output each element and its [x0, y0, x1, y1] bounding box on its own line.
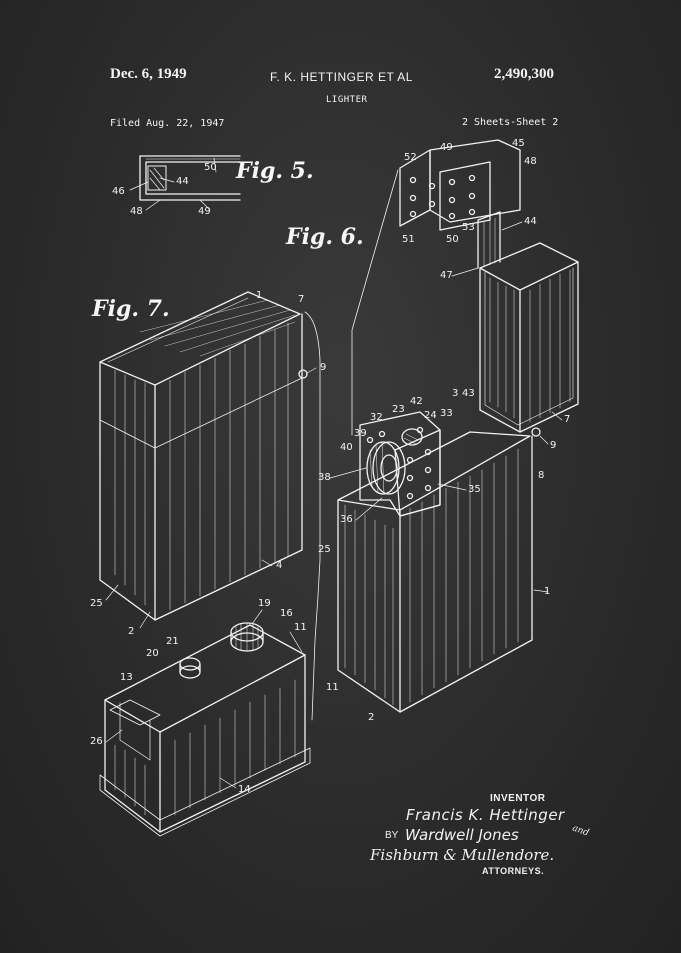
figure-7-label: Fig. 7. [92, 296, 170, 322]
ref-39: 39 [354, 428, 367, 439]
ref-32: 32 [370, 412, 383, 423]
reference-numerals: 50 46 44 48 49 52 49 45 48 44 51 50 53 4… [90, 138, 570, 795]
ref-11b: 11 [326, 682, 339, 693]
ref-44b: 44 [524, 216, 537, 227]
patent-title: LIGHTER [326, 95, 368, 105]
ref-36: 36 [340, 514, 353, 525]
ref-1b: 1 [544, 586, 550, 597]
figure-7-insert [99, 622, 311, 837]
ref-52: 52 [404, 152, 417, 163]
figure-6-drawing [337, 139, 579, 713]
law-firm-signature: Fishburn & Mullendore. [370, 846, 555, 864]
patent-date: Dec. 6, 1949 [110, 66, 187, 82]
ref-44: 44 [176, 176, 189, 187]
inventor-name: Francis K. Hettinger [406, 806, 565, 824]
ref-19: 19 [258, 598, 271, 609]
ref-46: 46 [112, 186, 125, 197]
ref-49: 49 [198, 206, 211, 217]
ref-24: 24 [424, 410, 437, 421]
ref-43: 43 [462, 388, 475, 399]
ref-7b: 7 [564, 414, 570, 425]
inventors-line: F. K. HETTINGER ET AL [270, 70, 413, 84]
ref-8: 8 [538, 470, 544, 481]
ref-7: 7 [298, 294, 304, 305]
ref-3: 3 [452, 388, 458, 399]
ref-14: 14 [238, 784, 251, 795]
ref-2b: 2 [368, 712, 374, 723]
ref-9: 9 [320, 362, 326, 373]
leader-lines [105, 157, 563, 789]
attorneys-label: ATTORNEYS. [482, 866, 545, 876]
ref-53: 53 [462, 222, 475, 233]
ref-13: 13 [120, 672, 133, 683]
ref-48: 48 [130, 206, 143, 217]
ref-20: 20 [146, 648, 159, 659]
ref-48b: 48 [524, 156, 537, 167]
ref-45: 45 [512, 138, 525, 149]
ref-16: 16 [280, 608, 293, 619]
ref-50b: 50 [446, 234, 459, 245]
figure-7-case [99, 291, 308, 621]
ref-11: 11 [294, 622, 307, 633]
ref-21: 21 [166, 636, 179, 647]
ref-2: 2 [128, 626, 134, 637]
ref-49b: 49 [440, 142, 453, 153]
bracket-line [304, 311, 321, 721]
sheet-count: 2 Sheets-Sheet 2 [462, 117, 559, 128]
ref-38: 38 [318, 472, 331, 483]
inventor-label: INVENTOR [490, 793, 546, 804]
ref-1: 1 [256, 290, 262, 301]
figure-5-label: Fig. 5. [236, 158, 314, 184]
filed-date: Filed Aug. 22, 1947 [110, 118, 225, 129]
ref-23: 23 [392, 404, 405, 415]
ref-33: 33 [440, 408, 453, 419]
figure-6-label: Fig. 6. [286, 224, 364, 250]
ref-26: 26 [90, 736, 103, 747]
ref-35: 35 [468, 484, 481, 495]
figure-5-drawing [139, 155, 241, 201]
ref-4: 4 [276, 560, 282, 571]
ref-42: 42 [410, 396, 423, 407]
agent-name: Wardwell Jones [405, 826, 519, 844]
by-label: BY [385, 830, 399, 841]
ref-40: 40 [340, 442, 353, 453]
ref-9b: 9 [550, 440, 556, 451]
patent-number: 2,490,300 [494, 66, 554, 82]
ref-51: 51 [402, 234, 415, 245]
ref-47: 47 [440, 270, 453, 281]
ref-50: 50 [204, 162, 217, 173]
ref-25: 25 [90, 598, 103, 609]
ref-25b: 25 [318, 544, 331, 555]
